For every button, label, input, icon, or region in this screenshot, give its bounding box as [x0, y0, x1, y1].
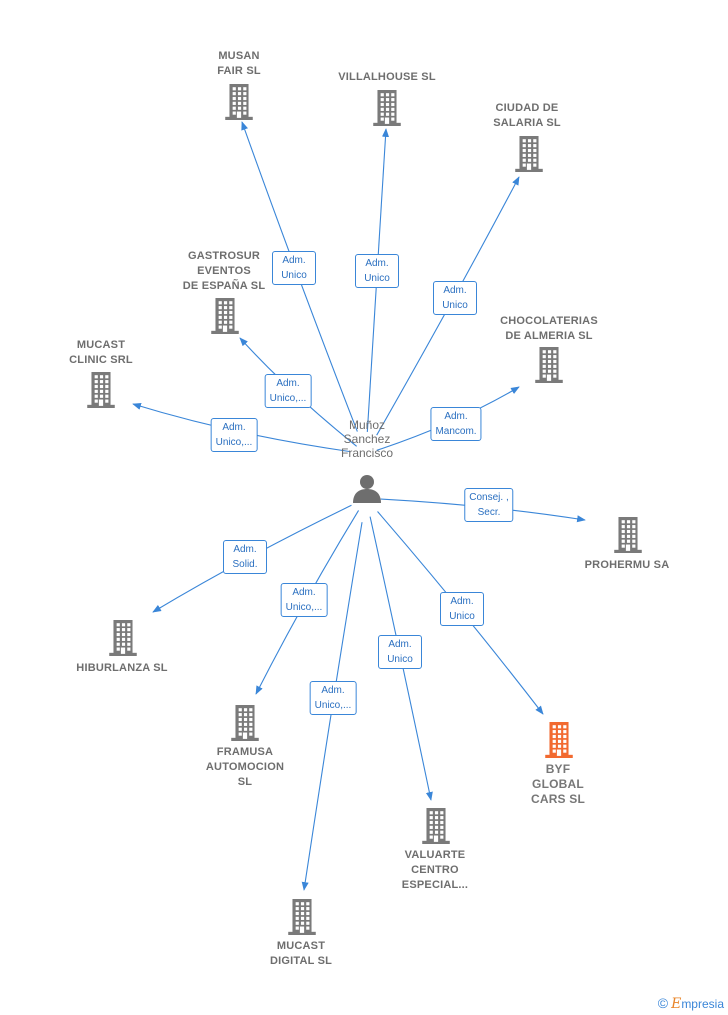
- relation-label-framusa[interactable]: Adm. Unico,...: [280, 583, 328, 617]
- relation-label-chocolaterias[interactable]: Adm. Mancom.: [430, 407, 482, 441]
- building-icon: [231, 705, 259, 741]
- company-node-mucast_digital[interactable]: [287, 899, 317, 935]
- relation-label-hiburlanza[interactable]: Adm. Solid.: [223, 540, 267, 574]
- company-node-gastrosur[interactable]: [210, 298, 240, 334]
- company-node-prohermu[interactable]: [613, 517, 643, 553]
- company-name-gastrosur[interactable]: GASTROSUR EVENTOS DE ESPAÑA SL: [182, 250, 266, 292]
- center-person-name: Muñoz Sanchez Francisco: [340, 418, 394, 460]
- brand-logo: ©Empresia: [658, 995, 724, 1012]
- copyright-symbol: ©: [657, 995, 669, 1011]
- relation-label-mucast_digital[interactable]: Adm. Unico,...: [309, 681, 357, 715]
- company-name-mucast_clinic[interactable]: MUCAST CLINIC SRL: [69, 339, 133, 366]
- company-node-ciudad[interactable]: [514, 136, 544, 172]
- company-node-byf[interactable]: [544, 722, 574, 758]
- brand-initial: E: [671, 996, 682, 1012]
- relation-label-mucast_clinic[interactable]: Adm. Unico,...: [210, 418, 258, 452]
- company-name-framusa[interactable]: FRAMUSA AUTOMOCION SL: [205, 746, 285, 788]
- company-node-hiburlanza[interactable]: [108, 620, 138, 656]
- building-icon: [87, 372, 115, 408]
- company-name-chocolaterias[interactable]: CHOCOLATERIAS DE ALMERIA SL: [500, 315, 598, 342]
- building-icon: [515, 136, 543, 172]
- company-node-musan[interactable]: [224, 84, 254, 120]
- company-name-valuarte[interactable]: VALUARTE CENTRO ESPECIAL...: [401, 849, 469, 891]
- company-name-mucast_digital[interactable]: MUCAST DIGITAL SL: [269, 940, 333, 967]
- building-icon: [535, 347, 563, 383]
- relation-label-byf[interactable]: Adm. Unico: [440, 592, 484, 626]
- building-icon: [225, 84, 253, 120]
- building-icon: [288, 899, 316, 935]
- company-name-prohermu[interactable]: PROHERMU SA: [584, 559, 670, 571]
- company-name-hiburlanza[interactable]: HIBURLANZA SL: [76, 662, 168, 674]
- building-icon: [109, 620, 137, 656]
- company-name-villalhouse[interactable]: VILLALHOUSE SL: [338, 71, 436, 83]
- building-icon: [373, 90, 401, 126]
- person-icon: [353, 475, 381, 503]
- building-icon: [211, 298, 239, 334]
- company-node-valuarte[interactable]: [421, 808, 451, 844]
- center-person[interactable]: [350, 472, 384, 504]
- relation-label-gastrosur[interactable]: Adm. Unico,...: [264, 374, 312, 408]
- building-icon: [422, 808, 450, 844]
- building-icon: [614, 517, 642, 553]
- building-icon: [545, 722, 573, 758]
- relation-label-villalhouse[interactable]: Adm. Unico: [355, 254, 399, 288]
- company-node-chocolaterias[interactable]: [534, 347, 564, 383]
- relation-label-ciudad[interactable]: Adm. Unico: [433, 281, 477, 315]
- company-node-villalhouse[interactable]: [372, 90, 402, 126]
- relation-label-musan[interactable]: Adm. Unico: [272, 251, 316, 285]
- relation-label-valuarte[interactable]: Adm. Unico: [378, 635, 422, 669]
- company-name-musan[interactable]: MUSAN FAIR SL: [217, 50, 261, 77]
- relation-label-prohermu[interactable]: Consej. , Secr.: [464, 488, 514, 522]
- company-name-ciudad[interactable]: CIUDAD DE SALARIA SL: [493, 102, 561, 129]
- brand-name: mpresia: [681, 997, 724, 1011]
- company-node-framusa[interactable]: [230, 705, 260, 741]
- company-name-byf[interactable]: BYF GLOBAL CARS SL: [530, 762, 586, 806]
- company-node-mucast_clinic[interactable]: [86, 372, 116, 408]
